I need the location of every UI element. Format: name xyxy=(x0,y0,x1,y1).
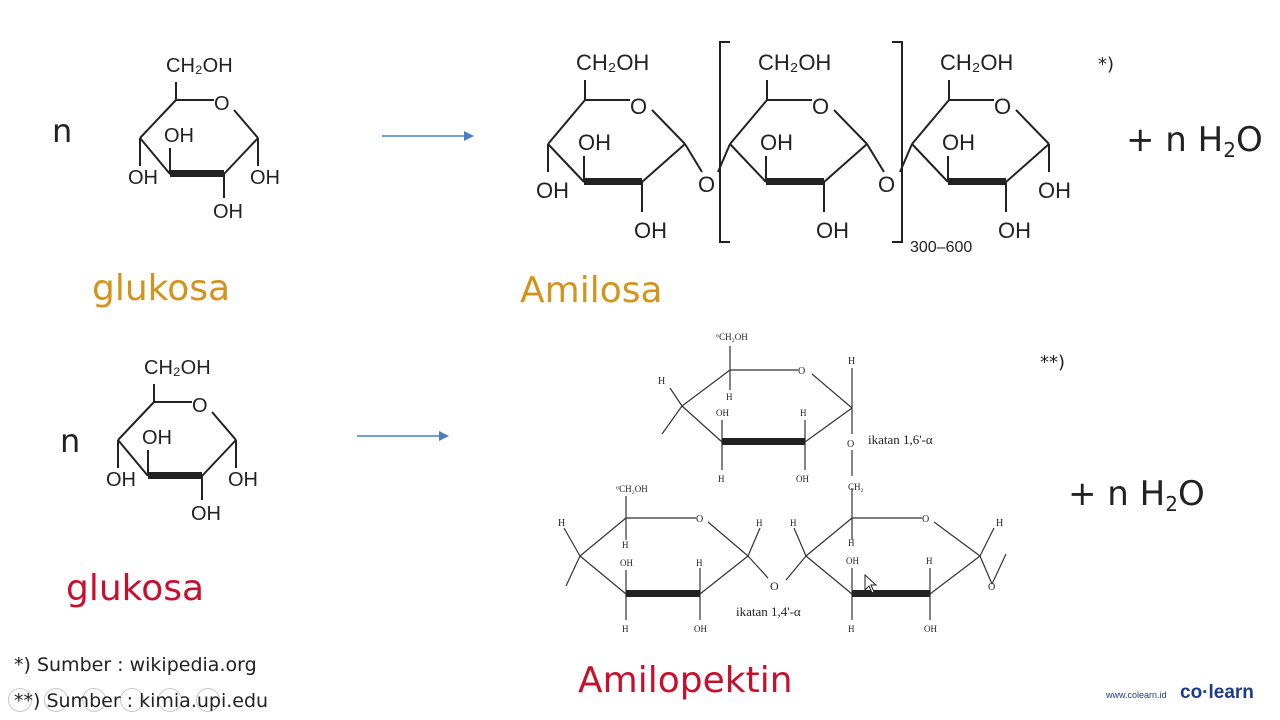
player-control-icon[interactable] xyxy=(196,688,220,712)
oh-label: OH xyxy=(634,218,667,243)
amylose-structure: CH₂OH CH₂OH CH₂OH O O O OH OH OH OH O O … xyxy=(536,41,1071,256)
glycosidic-oxygen-label: O xyxy=(698,172,715,197)
ch2oh-label: CH₂OH xyxy=(576,50,649,75)
ch2oh-6-label: ⁶CH₂OH xyxy=(616,484,648,494)
oh-label: OH xyxy=(106,469,136,491)
source-note-2: **) Sumber : kimia.upi.edu xyxy=(14,690,269,712)
oh-label: OH xyxy=(620,558,633,568)
h-label: H xyxy=(996,518,1003,529)
ch2oh-label: CH₂OH xyxy=(166,55,233,77)
h-label: H xyxy=(848,356,855,367)
oh-label: OH xyxy=(128,167,158,189)
bond-label-1-4: ikatan 1,4'-α xyxy=(736,604,801,619)
amilosa-label: Amilosa xyxy=(520,270,663,311)
water-product-2: + n H2O xyxy=(1068,474,1205,516)
h-label: H xyxy=(790,518,797,528)
oh-label: OH xyxy=(924,624,937,634)
player-control-icon[interactable] xyxy=(44,688,68,712)
h-label: H xyxy=(926,556,933,566)
player-control-icon[interactable] xyxy=(120,688,144,712)
brand-logo: co·learn xyxy=(1180,682,1254,703)
footnote-mark-1: *) xyxy=(1098,54,1115,75)
coefficient-n-1: n xyxy=(52,112,73,150)
amilopektin-label: Amilopektin xyxy=(578,660,793,701)
oh-label: OH xyxy=(760,130,793,155)
ch2oh-label: CH₂OH xyxy=(940,50,1013,75)
oh-label: OH xyxy=(191,503,221,525)
ring-oxygen-label: O xyxy=(922,514,929,525)
bond-label-1-6: ikatan 1,6'-α xyxy=(868,432,933,447)
glucose-structure-1: CH₂OH O OH OH OH OH xyxy=(128,55,280,223)
h-label: H xyxy=(696,558,703,568)
glycosidic-oxygen-label: O xyxy=(988,582,995,593)
oh-label: OH xyxy=(816,218,849,243)
reaction-arrow-1 xyxy=(382,131,474,141)
glycosidic-oxygen-label: O xyxy=(770,579,779,593)
h-label: H xyxy=(848,624,855,634)
ring-oxygen-label: O xyxy=(798,366,805,377)
oh-label: OH xyxy=(164,125,194,147)
ch2-label: CH₂ xyxy=(848,482,864,492)
brand-url: www.colearn.id xyxy=(1106,690,1167,700)
oh-label: OH xyxy=(846,556,859,566)
coefficient-n-2: n xyxy=(60,422,81,460)
oh-label: OH xyxy=(1038,178,1071,203)
oh-label: OH xyxy=(142,427,172,449)
glycosidic-oxygen-label: O xyxy=(878,172,895,197)
ring-oxygen-label: O xyxy=(630,94,647,119)
glukosa-label-2: glukosa xyxy=(66,568,205,609)
footnote-mark-2: **) xyxy=(1040,352,1066,373)
ring-oxygen-label: O xyxy=(192,395,208,417)
h-label: H xyxy=(848,538,855,548)
oh-label: OH xyxy=(213,201,243,223)
h-label: H xyxy=(558,518,565,529)
oh-label: OH xyxy=(694,624,707,634)
oh-label: OH xyxy=(228,469,258,491)
h-label: H xyxy=(622,540,629,550)
ring-oxygen-label: O xyxy=(696,514,703,525)
glycosidic-oxygen-label: O xyxy=(847,439,854,450)
ch2oh-label: CH₂OH xyxy=(758,50,831,75)
glukosa-label-1: glukosa xyxy=(92,268,231,309)
h-label: H xyxy=(622,624,629,634)
repeat-count-label: 300–600 xyxy=(910,239,972,256)
glucose-structure-2: CH₂OH O OH OH OH OH xyxy=(106,357,258,525)
player-control-icon[interactable] xyxy=(82,688,106,712)
h-label: H xyxy=(800,408,807,418)
amylopectin-structure: ⁶CH₂OH O H H H OH H H OH O ikatan 1,6'-α… xyxy=(558,332,1007,634)
oh-label: OH xyxy=(716,408,729,418)
h-label: H xyxy=(718,474,725,484)
player-control-icon[interactable] xyxy=(158,688,182,712)
ring-oxygen-label: O xyxy=(812,94,829,119)
h-label: H xyxy=(726,392,733,402)
ch2oh-6-label: ⁶CH₂OH xyxy=(716,332,748,342)
ring-oxygen-label: O xyxy=(214,93,230,115)
oh-label: OH xyxy=(942,130,975,155)
ring-oxygen-label: O xyxy=(994,94,1011,119)
water-product-1: + n H2O xyxy=(1126,120,1263,162)
reaction-arrow-2 xyxy=(357,431,449,441)
player-control-icon[interactable] xyxy=(8,688,32,712)
oh-label: OH xyxy=(250,167,280,189)
oh-label: OH xyxy=(578,130,611,155)
oh-label: OH xyxy=(796,474,809,484)
oh-label: OH xyxy=(536,178,569,203)
h-label: H xyxy=(756,518,763,528)
oh-label: OH xyxy=(998,218,1031,243)
h-label: H xyxy=(658,376,665,387)
ch2oh-label: CH₂OH xyxy=(144,357,211,379)
source-note-1: *) Sumber : wikipedia.org xyxy=(14,654,257,676)
mouse-cursor-icon xyxy=(864,573,878,594)
